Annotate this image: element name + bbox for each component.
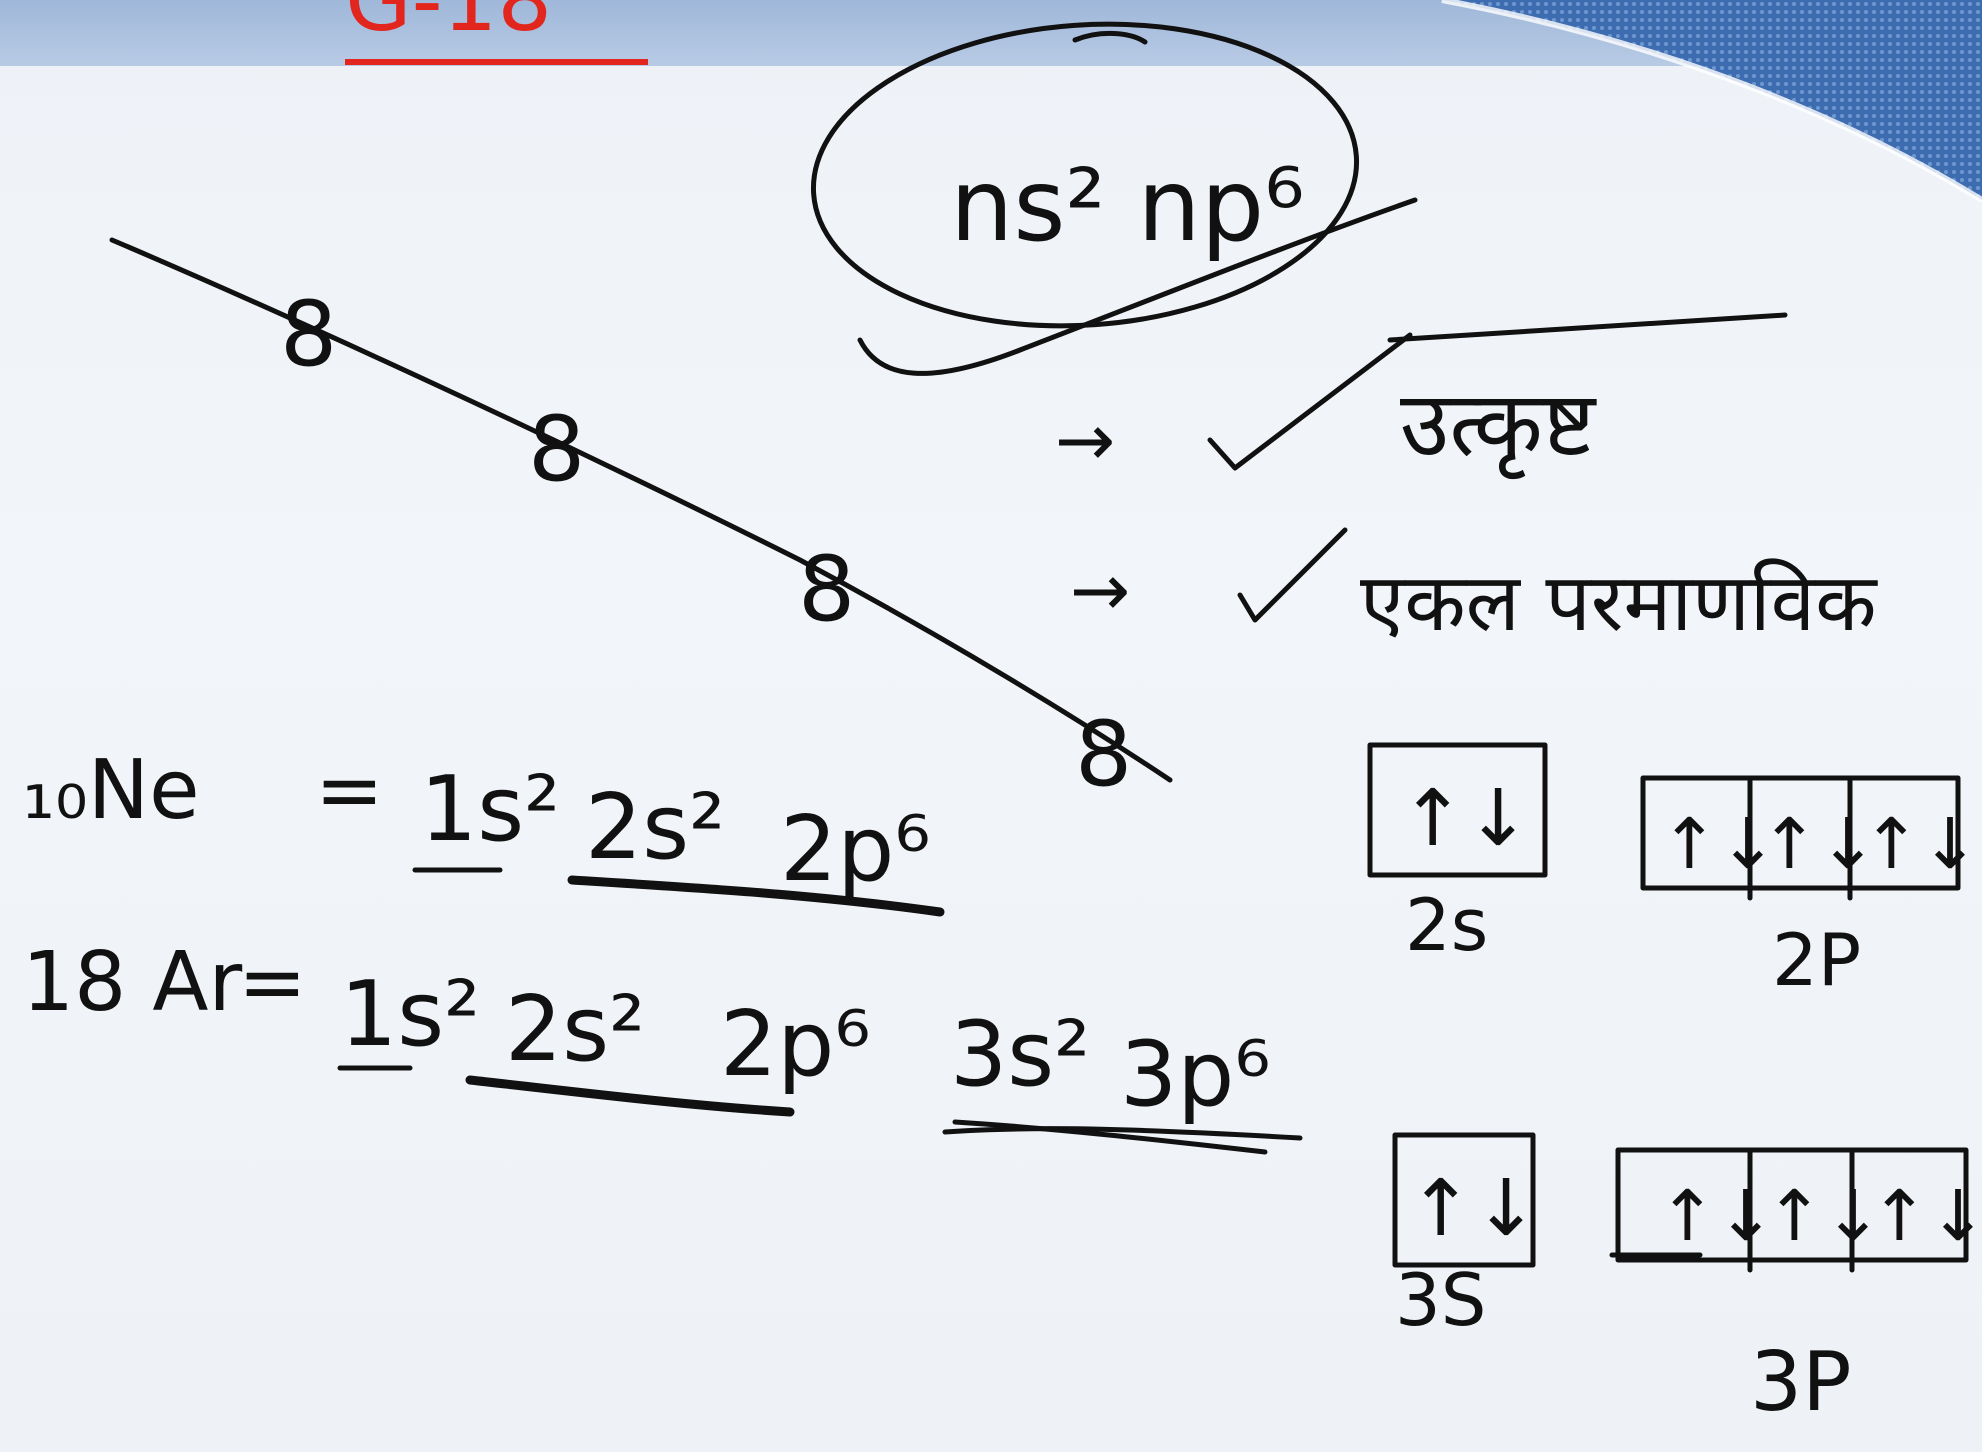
checkmark-swoosh (857, 197, 1418, 376)
orbital-label-2p: 2P (1772, 918, 1861, 1002)
octet-mark-4: 8 (1075, 702, 1132, 807)
group-label: G-18 (345, 0, 552, 51)
orbital-box-3p (1615, 1147, 1969, 1263)
orbital-box-2s (1367, 742, 1548, 878)
note-text-2: एकल परमाणविक (1360, 556, 1878, 649)
ne-equals: = (315, 743, 384, 838)
octet-mark-2: 8 (528, 397, 585, 502)
note-check-2 (1237, 527, 1348, 623)
orbital-group-n2: ↑↓ 2s ↑↓ ↑↓ ↑↓ 2P (1367, 742, 1979, 1002)
orbital-group-n3: ↑↓ 3S ↑↓ ↑↓ ↑↓ 3P (1392, 1132, 1982, 1430)
note-check-1 (1207, 332, 1413, 471)
orbital-label-3p: 3P (1750, 1335, 1852, 1430)
ar-underline-3 (942, 1126, 1303, 1141)
ar-part-2: 2s² (505, 977, 645, 1082)
orbital-electrons-3p-1: ↑↓ (1658, 1175, 1775, 1257)
note-arrow-2: → (1070, 548, 1130, 632)
ar-underline-2 (465, 1075, 795, 1117)
ar-part-1: 1s² (340, 962, 480, 1067)
ar-equals: = (238, 935, 307, 1030)
config-circle (810, 21, 1360, 329)
ar-part-4: 3s² (950, 1002, 1090, 1107)
orbital-electrons-3p-2: ↑↓ (1765, 1175, 1882, 1257)
orbital-label-2s: 2s (1405, 883, 1488, 967)
orbital-electrons-2s: ↑↓ (1400, 774, 1531, 864)
orbital-electrons-2p-2: ↑↓ (1760, 803, 1877, 885)
ar-underline-4 (952, 1119, 1268, 1155)
period-diagonal-line (109, 237, 1173, 783)
orbital-electrons-3s: ↑↓ (1408, 1164, 1539, 1254)
ne-part-3: 2p⁶ (780, 797, 930, 902)
ne-part-1: 1s² (420, 757, 560, 862)
corner-wave-decoration (1441, 0, 1982, 203)
ne-part-2: 2s² (585, 775, 725, 880)
ar-part-3: 2p⁶ (720, 992, 870, 1097)
note-arrow-1: → (1055, 398, 1115, 482)
ne-underline-2 (567, 875, 945, 917)
note-text-1: उत्कृष्ट (1400, 372, 1597, 480)
ar-part-5: 3p⁶ (1120, 1022, 1270, 1127)
note-overline (1387, 312, 1788, 343)
general-config: ns² np⁶ (950, 147, 1304, 264)
orbital-electrons-2p-1: ↑↓ (1660, 803, 1777, 885)
orbital-box-2p (1640, 775, 1961, 891)
ar-symbol: 18 Ar (22, 935, 243, 1030)
ne-symbol: ₁₀Ne (22, 743, 200, 838)
orbital-box-3s (1392, 1132, 1536, 1268)
octet-mark-3: 8 (798, 537, 855, 642)
orbital-electrons-2p-3: ↑↓ (1862, 803, 1979, 885)
circle-overlap-stroke (1072, 30, 1148, 45)
orbital-electrons-3p-3: ↑↓ (1870, 1175, 1982, 1257)
orbital-label-3s: 3S (1395, 1258, 1487, 1342)
octet-mark-1: 8 (280, 282, 337, 387)
